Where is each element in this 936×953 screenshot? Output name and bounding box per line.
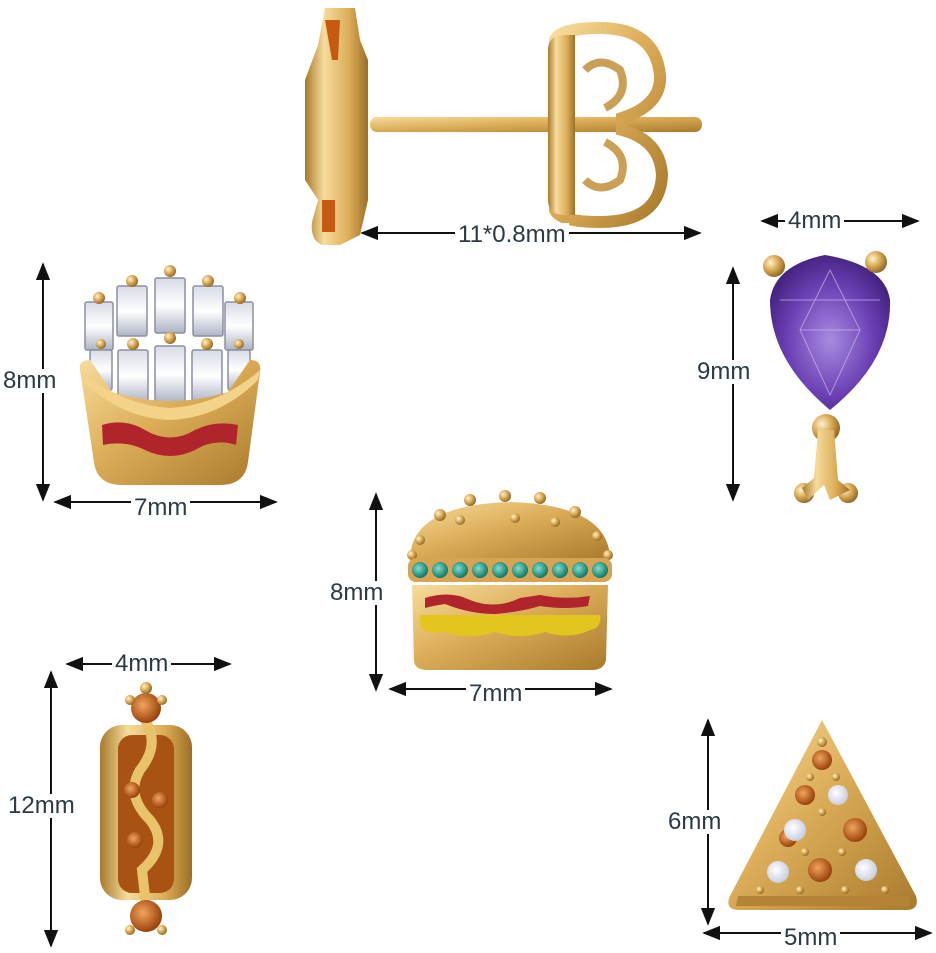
burger-height-label: 8mm (327, 581, 387, 605)
burger-width-label: 7mm (466, 682, 526, 706)
pizza-height-label: 6mm (665, 810, 725, 834)
hotdog-width-label: 4mm (112, 652, 172, 676)
hotdog-height-label: 12mm (5, 794, 78, 818)
fries-width-label: 7mm (131, 496, 191, 520)
teardrop-height-label: 9mm (694, 360, 754, 384)
fries-height-label: 8mm (0, 369, 60, 393)
pizza-slice-earring (728, 720, 917, 910)
stud-length-label: 11*0.8mm (455, 223, 569, 247)
teardrop-drumstick-earring (763, 251, 891, 503)
hot-dog-earring (100, 682, 192, 935)
stud-side-view (305, 8, 702, 245)
hamburger-earring (407, 490, 613, 670)
teardrop-width-label: 4mm (785, 209, 845, 233)
french-fries-earring (79, 265, 261, 485)
pizza-width-label: 5mm (781, 926, 841, 950)
